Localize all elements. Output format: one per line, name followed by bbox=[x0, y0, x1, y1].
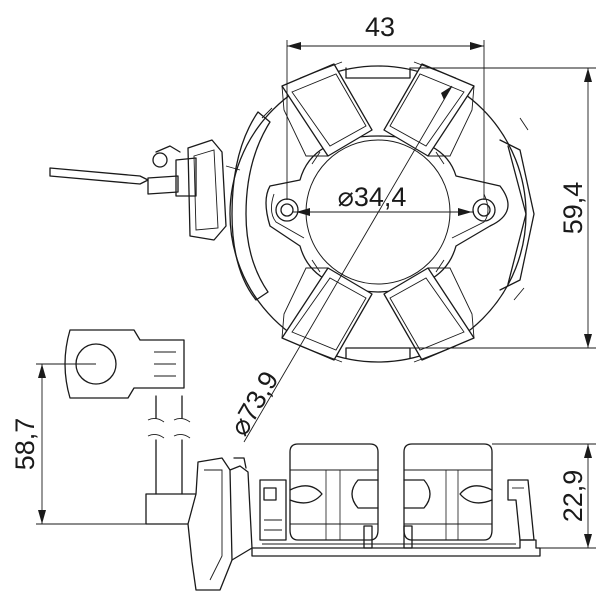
top-view-connector bbox=[49, 139, 227, 241]
dim-top-width-label: 43 bbox=[365, 12, 395, 42]
outer-circle bbox=[229, 65, 527, 363]
right-mount-hole bbox=[477, 203, 491, 217]
dim-outer-diameter-label: ⌀73,9 bbox=[224, 366, 284, 441]
left-arc-bracket bbox=[231, 111, 271, 301]
side-view bbox=[64, 329, 541, 591]
side-brush-holder-right bbox=[403, 443, 493, 541]
brush-holder-top-left bbox=[281, 61, 373, 165]
brush-holder-top-right bbox=[383, 61, 475, 165]
top-view bbox=[49, 61, 535, 443]
left-mount-hole-outer bbox=[275, 198, 299, 222]
dim-right-height: 59,4 bbox=[410, 67, 596, 349]
right-clip bbox=[499, 139, 535, 291]
dim-side-height-label: 22,9 bbox=[558, 470, 588, 523]
dim-inner-diameter-label: ⌀34,4 bbox=[338, 182, 407, 212]
left-mount-hole bbox=[280, 203, 294, 217]
base-plate bbox=[251, 539, 541, 557]
dim-top-width: 43 bbox=[286, 12, 485, 200]
right-mount-hole-outer bbox=[472, 198, 496, 222]
brush-holder-bottom-left bbox=[281, 259, 373, 363]
side-right-clip bbox=[507, 479, 535, 541]
side-brush-holder-left bbox=[289, 443, 379, 541]
terminal-lug bbox=[64, 329, 185, 399]
dim-side-height: 22,9 bbox=[492, 443, 596, 549]
connector-body bbox=[187, 457, 233, 591]
dim-left-height-label: 58,7 bbox=[10, 418, 40, 471]
hub-plate bbox=[265, 135, 509, 293]
dim-right-height-label: 59,4 bbox=[558, 182, 588, 235]
dim-left-height: 58,7 bbox=[10, 363, 146, 525]
brush-holder-bottom-right bbox=[383, 259, 475, 363]
